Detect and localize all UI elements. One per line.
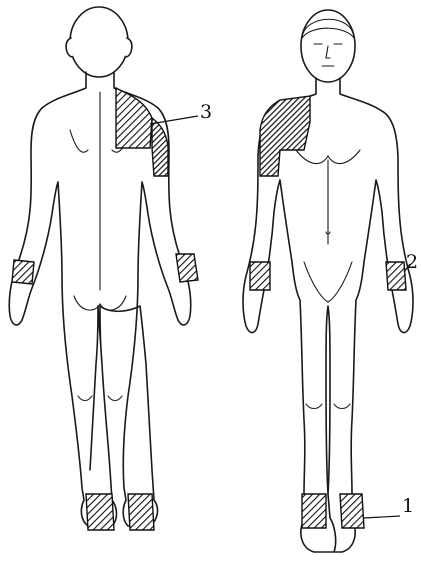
callout-label-1: 1	[402, 495, 414, 517]
back-head-shape	[70, 7, 128, 77]
front-left-ankle-zone	[302, 494, 326, 528]
back-left-wrist-zone	[12, 260, 34, 284]
front-right-ankle-zone	[340, 494, 364, 528]
back-right-wrist-zone	[176, 254, 198, 282]
front-left-wrist-zone	[250, 262, 270, 290]
callout-label-3: 3	[200, 101, 212, 123]
callout-label-2: 2	[406, 251, 418, 273]
front-right-wrist-zone	[386, 262, 406, 290]
back-right-ankle-zone	[128, 494, 154, 530]
back-left-ankle-zone	[86, 494, 114, 530]
